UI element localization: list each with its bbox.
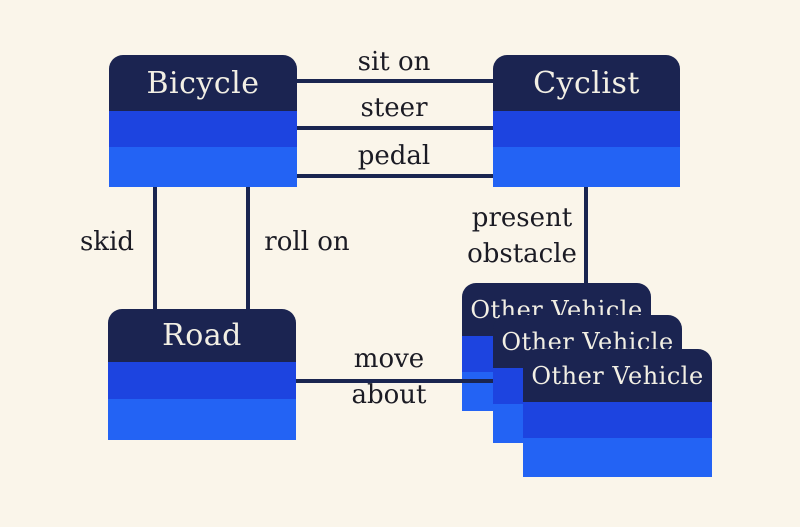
other-vehicle-front-header-band: Other Vehicle	[523, 349, 712, 402]
edge-sit-on-line	[297, 79, 493, 83]
other-vehicle-node-front: Other Vehicle	[523, 349, 712, 477]
bicycle-bottom-band	[109, 147, 297, 187]
road-title: Road	[162, 318, 242, 353]
cyclist-header-band: Cyclist	[493, 55, 680, 111]
bicycle-node: Bicycle	[109, 55, 297, 187]
edge-skid-line	[153, 187, 157, 309]
other-vehicle-front-bottom-band	[523, 438, 712, 477]
edge-label-roll-on: roll on	[264, 227, 350, 257]
bicycle-title: Bicycle	[146, 65, 260, 101]
bicycle-mid-band	[109, 111, 297, 147]
edge-label-move-about: move about	[351, 344, 427, 410]
edge-label-steer: steer	[360, 93, 428, 123]
road-node: Road	[108, 309, 296, 440]
edge-label-pedal: pedal	[357, 141, 431, 171]
cyclist-mid-band	[493, 111, 680, 147]
edge-label-sit-on: sit on	[357, 47, 431, 77]
edge-label-present-obstacle: present obstacle	[467, 203, 577, 269]
edge-steer-line	[297, 126, 493, 130]
bicycle-header-band: Bicycle	[109, 55, 297, 111]
road-mid-band	[108, 362, 296, 399]
road-header-band: Road	[108, 309, 296, 362]
edge-pedal-line	[297, 174, 493, 178]
edge-present-obstacle-line	[584, 187, 588, 283]
road-bottom-band	[108, 399, 296, 440]
cyclist-node: Cyclist	[493, 55, 680, 187]
cyclist-bottom-band	[493, 147, 680, 187]
edge-move-about-line	[296, 379, 495, 383]
other-vehicle-front-mid-band	[523, 402, 712, 438]
edge-label-skid: skid	[79, 227, 135, 257]
cyclist-title: Cyclist	[533, 65, 640, 101]
edge-roll-on-line	[246, 187, 250, 309]
other-vehicle-front-title: Other Vehicle	[531, 361, 704, 390]
